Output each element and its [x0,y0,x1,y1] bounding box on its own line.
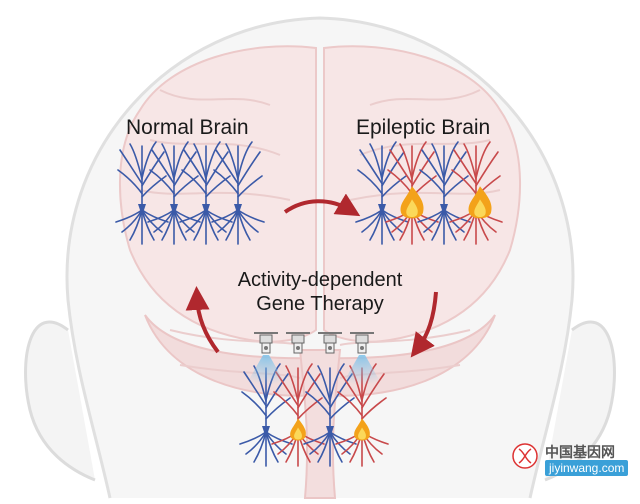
neuron-icon [115,141,169,245]
therapy-title-line1: Activity-dependent [237,269,403,291]
neuron-icon [303,363,357,467]
cycle-arrow-icon [185,286,220,354]
cycle-arrow-icon [410,291,438,358]
vector-sprayer-icon [342,332,382,385]
cycle-arrow-icon [283,193,361,217]
dna-logo-icon [512,443,538,469]
normal-brain-title: Normal Brain [126,116,249,139]
neuron-icon [211,141,265,245]
flame-icon [290,418,306,441]
vector-sprayer-icon [286,332,310,354]
watermark-site: jiyinwang.com [545,460,629,476]
neuron-icon [355,141,409,245]
flame-icon [468,186,492,219]
viral-vector-sprayers [246,332,382,385]
normal-neurons-group [115,141,265,245]
flame-icon [354,418,370,441]
brain-illustration [118,45,522,499]
epileptic-brain-title: Epileptic Brain [356,116,491,139]
left-ear [24,320,96,482]
neuron-icon [239,363,293,467]
neuron-icon [147,141,201,245]
therapy-neurons-group [239,363,389,467]
epileptic-neurons-group [355,141,503,245]
watermark-cn: 中国基因网 [545,444,615,460]
vector-sprayer-icon [318,332,342,354]
flame-icon [400,186,424,219]
neuron-icon [179,141,233,245]
therapy-title-line2: Gene Therapy [256,293,384,315]
vector-sprayer-icon [246,332,286,385]
